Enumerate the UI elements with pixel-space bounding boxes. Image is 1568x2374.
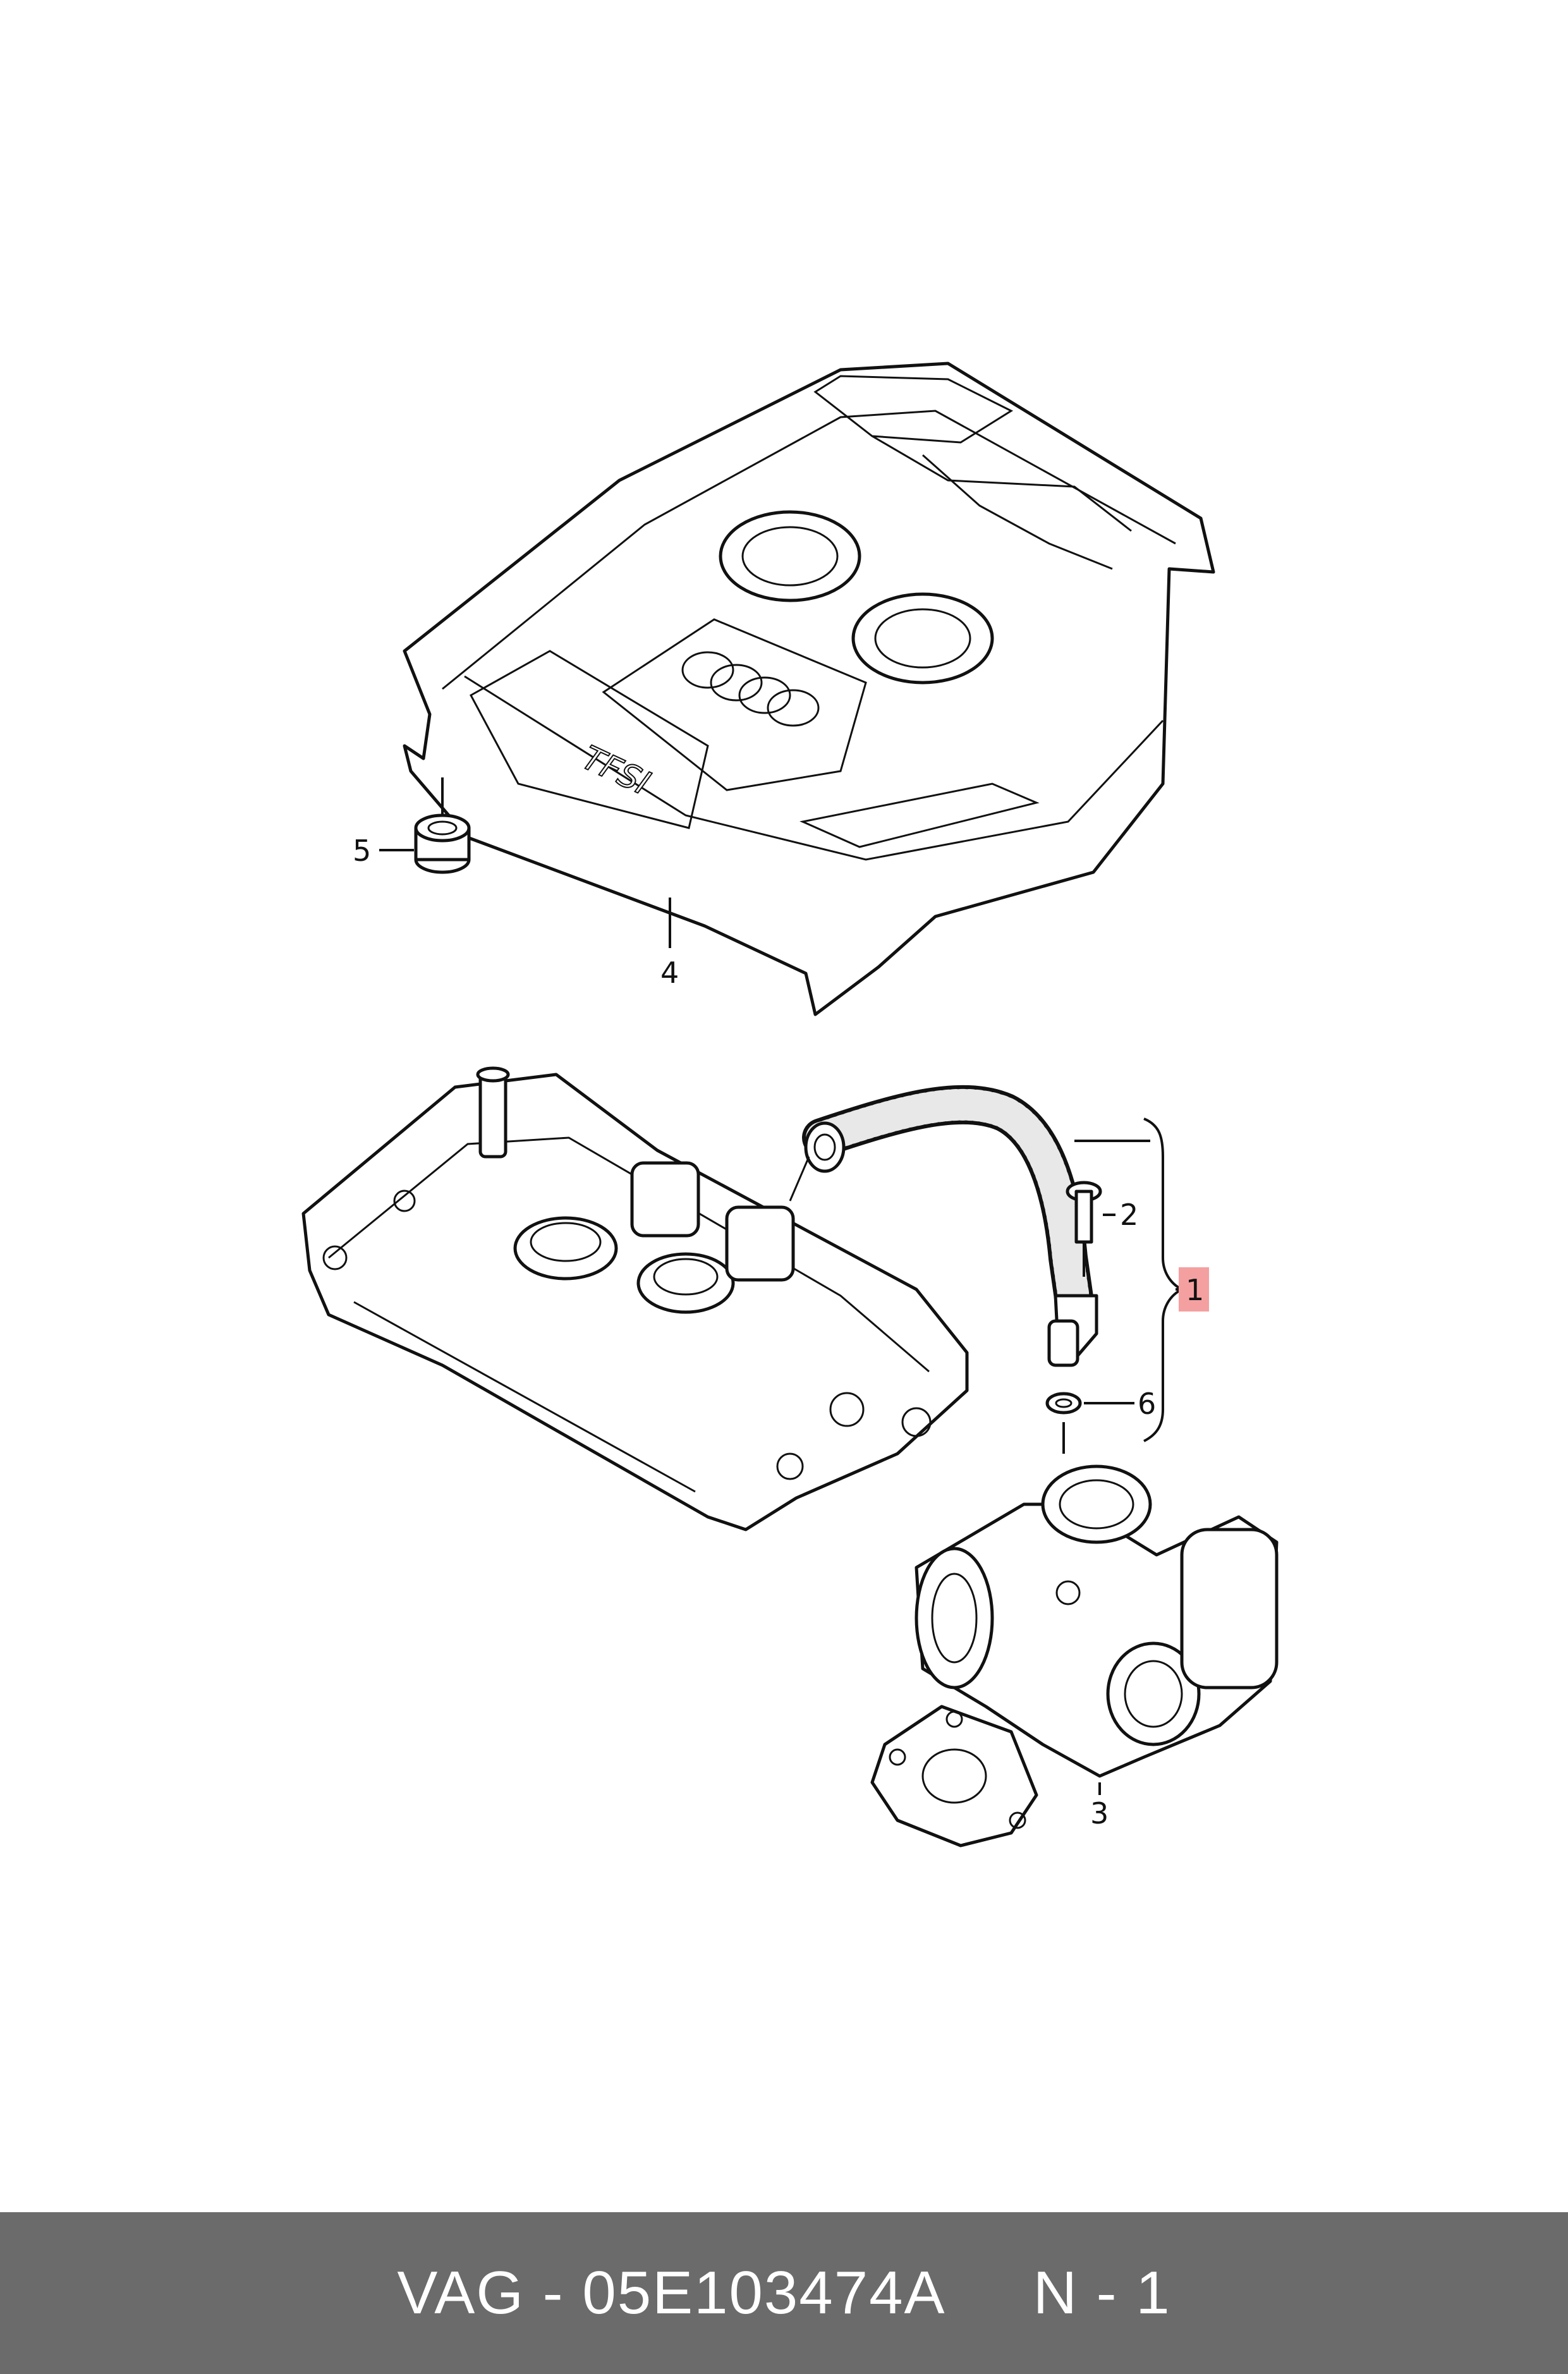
footer-bar: VAG - 05E103474A N - 1 (0, 2212, 1568, 2374)
bolt (1066, 1181, 1115, 1277)
callout-6: 6 (1138, 1387, 1156, 1421)
breather-hose (789, 1085, 1098, 1367)
callout-5: 5 (353, 834, 371, 868)
group-bracket (1074, 1117, 1209, 1442)
cover-grommet (379, 777, 471, 874)
turbocharger (870, 1464, 1279, 1847)
part-number-caption: VAG - 05E103474A N - 1 (397, 2259, 1171, 2327)
seal-ring (1045, 1392, 1134, 1454)
brand-rings-logo (681, 651, 820, 727)
exploded-parts-diagram: TFSI (301, 362, 1279, 1847)
callout-2: 2 (1120, 1198, 1138, 1232)
engine-cover: TFSI (403, 362, 1215, 1016)
callout-4: 4 (660, 956, 679, 990)
cylinder-head (301, 1066, 969, 1531)
callout-1: 1 (1186, 1273, 1204, 1307)
highlight-box (1179, 1267, 1209, 1312)
callout-3: 3 (1090, 1796, 1109, 1830)
